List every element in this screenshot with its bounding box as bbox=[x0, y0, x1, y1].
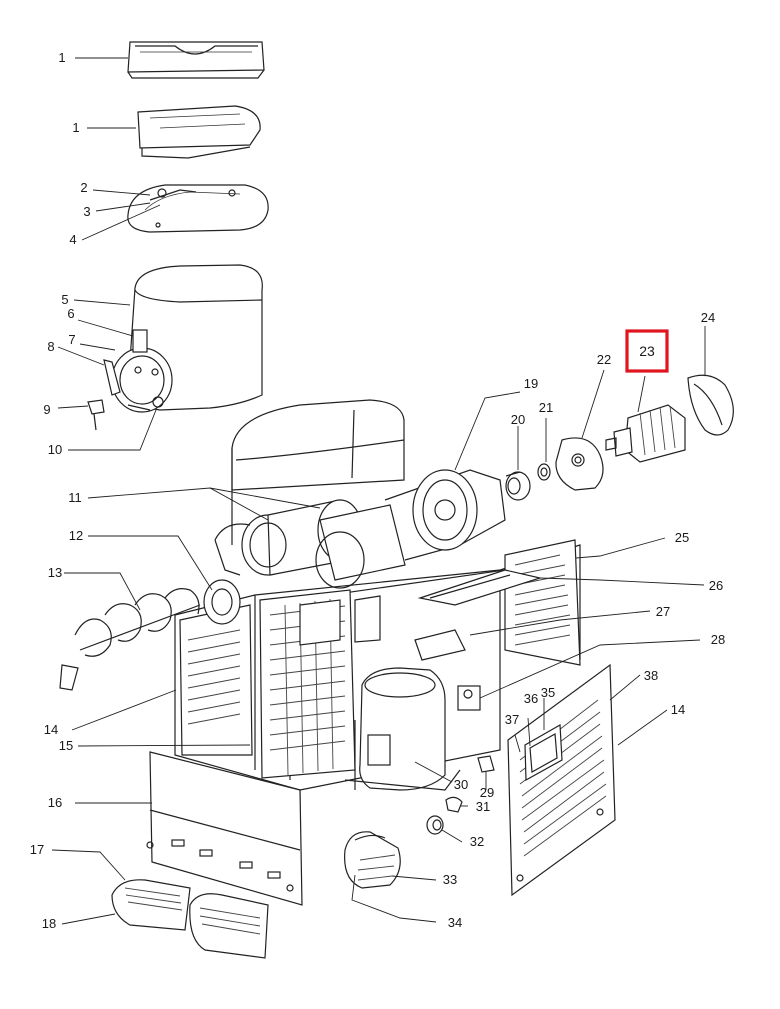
label-8: 8 bbox=[47, 339, 54, 354]
label-17: 17 bbox=[30, 842, 44, 857]
label-18: 18 bbox=[42, 916, 56, 931]
label-21: 21 bbox=[539, 400, 553, 415]
part-24-cover bbox=[687, 374, 734, 436]
label-1-top: 1 bbox=[58, 50, 65, 65]
part-27-relay-box bbox=[414, 629, 466, 661]
highlight-box-23: 23 bbox=[625, 329, 669, 373]
label-36: 36 bbox=[524, 691, 538, 706]
part-18-drip-tray-left bbox=[111, 879, 191, 931]
label-30: 30 bbox=[454, 777, 468, 792]
label-5: 5 bbox=[61, 292, 68, 307]
label-4: 4 bbox=[69, 232, 76, 247]
label-7: 7 bbox=[68, 332, 75, 347]
label-32: 32 bbox=[470, 834, 484, 849]
label-9: 9 bbox=[43, 402, 50, 417]
part-29-valve bbox=[477, 755, 495, 773]
label-33: 33 bbox=[443, 872, 457, 887]
label-15: 15 bbox=[59, 738, 73, 753]
label-1-lid: 1 bbox=[72, 120, 79, 135]
part-20-bushing bbox=[505, 471, 531, 501]
label-31: 31 bbox=[476, 799, 490, 814]
part-1-lid-top bbox=[127, 41, 265, 79]
part-35-switch bbox=[524, 723, 563, 782]
label-29: 29 bbox=[480, 785, 494, 800]
label-20: 20 bbox=[511, 412, 525, 427]
label-3: 3 bbox=[83, 204, 90, 219]
label-25: 25 bbox=[675, 530, 689, 545]
label-6: 6 bbox=[67, 306, 74, 321]
part-21-washer bbox=[537, 463, 551, 481]
part-11-bowl-rear bbox=[231, 399, 405, 545]
callout-labels: 1 1 2 3 4 5 6 7 8 9 10 11 12 13 14 15 16… bbox=[30, 50, 725, 931]
label-12: 12 bbox=[69, 528, 83, 543]
label-14-left: 14 bbox=[44, 722, 58, 737]
part-12-seal bbox=[203, 579, 241, 625]
part-18-drip-tray-right bbox=[189, 893, 269, 959]
leader-lines bbox=[51, 57, 706, 925]
label-11: 11 bbox=[68, 490, 82, 505]
label-19: 19 bbox=[524, 376, 538, 391]
part-1-lid-closed bbox=[137, 105, 261, 159]
label-22: 22 bbox=[597, 352, 611, 367]
label-37: 37 bbox=[505, 712, 519, 727]
part-32-knob bbox=[426, 815, 444, 835]
part-23-motor bbox=[605, 404, 686, 463]
label-28: 28 bbox=[711, 632, 725, 647]
label-26: 26 bbox=[709, 578, 723, 593]
label-24: 24 bbox=[701, 310, 715, 325]
part-2-4-lid-plate bbox=[127, 184, 269, 233]
part-33-fan-motor bbox=[344, 831, 401, 889]
label-14-right: 14 bbox=[671, 702, 685, 717]
part-28-capacitor bbox=[457, 685, 481, 711]
label-23: 23 bbox=[639, 343, 655, 359]
part-11-evaporator bbox=[214, 469, 506, 589]
part-15-condenser bbox=[259, 589, 381, 779]
label-16: 16 bbox=[48, 795, 62, 810]
label-27: 27 bbox=[656, 604, 670, 619]
part-25-side-panel bbox=[504, 539, 581, 666]
part-22-flange bbox=[555, 437, 604, 491]
label-35: 35 bbox=[541, 685, 555, 700]
part-13-auger bbox=[59, 588, 201, 691]
label-34: 34 bbox=[448, 915, 462, 930]
part-14-left-panel bbox=[179, 604, 253, 756]
part-14-right-panel bbox=[507, 663, 616, 897]
label-38: 38 bbox=[644, 668, 658, 683]
label-13: 13 bbox=[48, 565, 62, 580]
part-16-front-panel bbox=[146, 751, 303, 906]
label-10: 10 bbox=[48, 442, 62, 457]
part-30-compressor bbox=[344, 667, 461, 791]
part-31-fitting bbox=[445, 796, 463, 813]
label-2: 2 bbox=[80, 180, 87, 195]
part-5-bowl-and-tap bbox=[87, 264, 263, 431]
